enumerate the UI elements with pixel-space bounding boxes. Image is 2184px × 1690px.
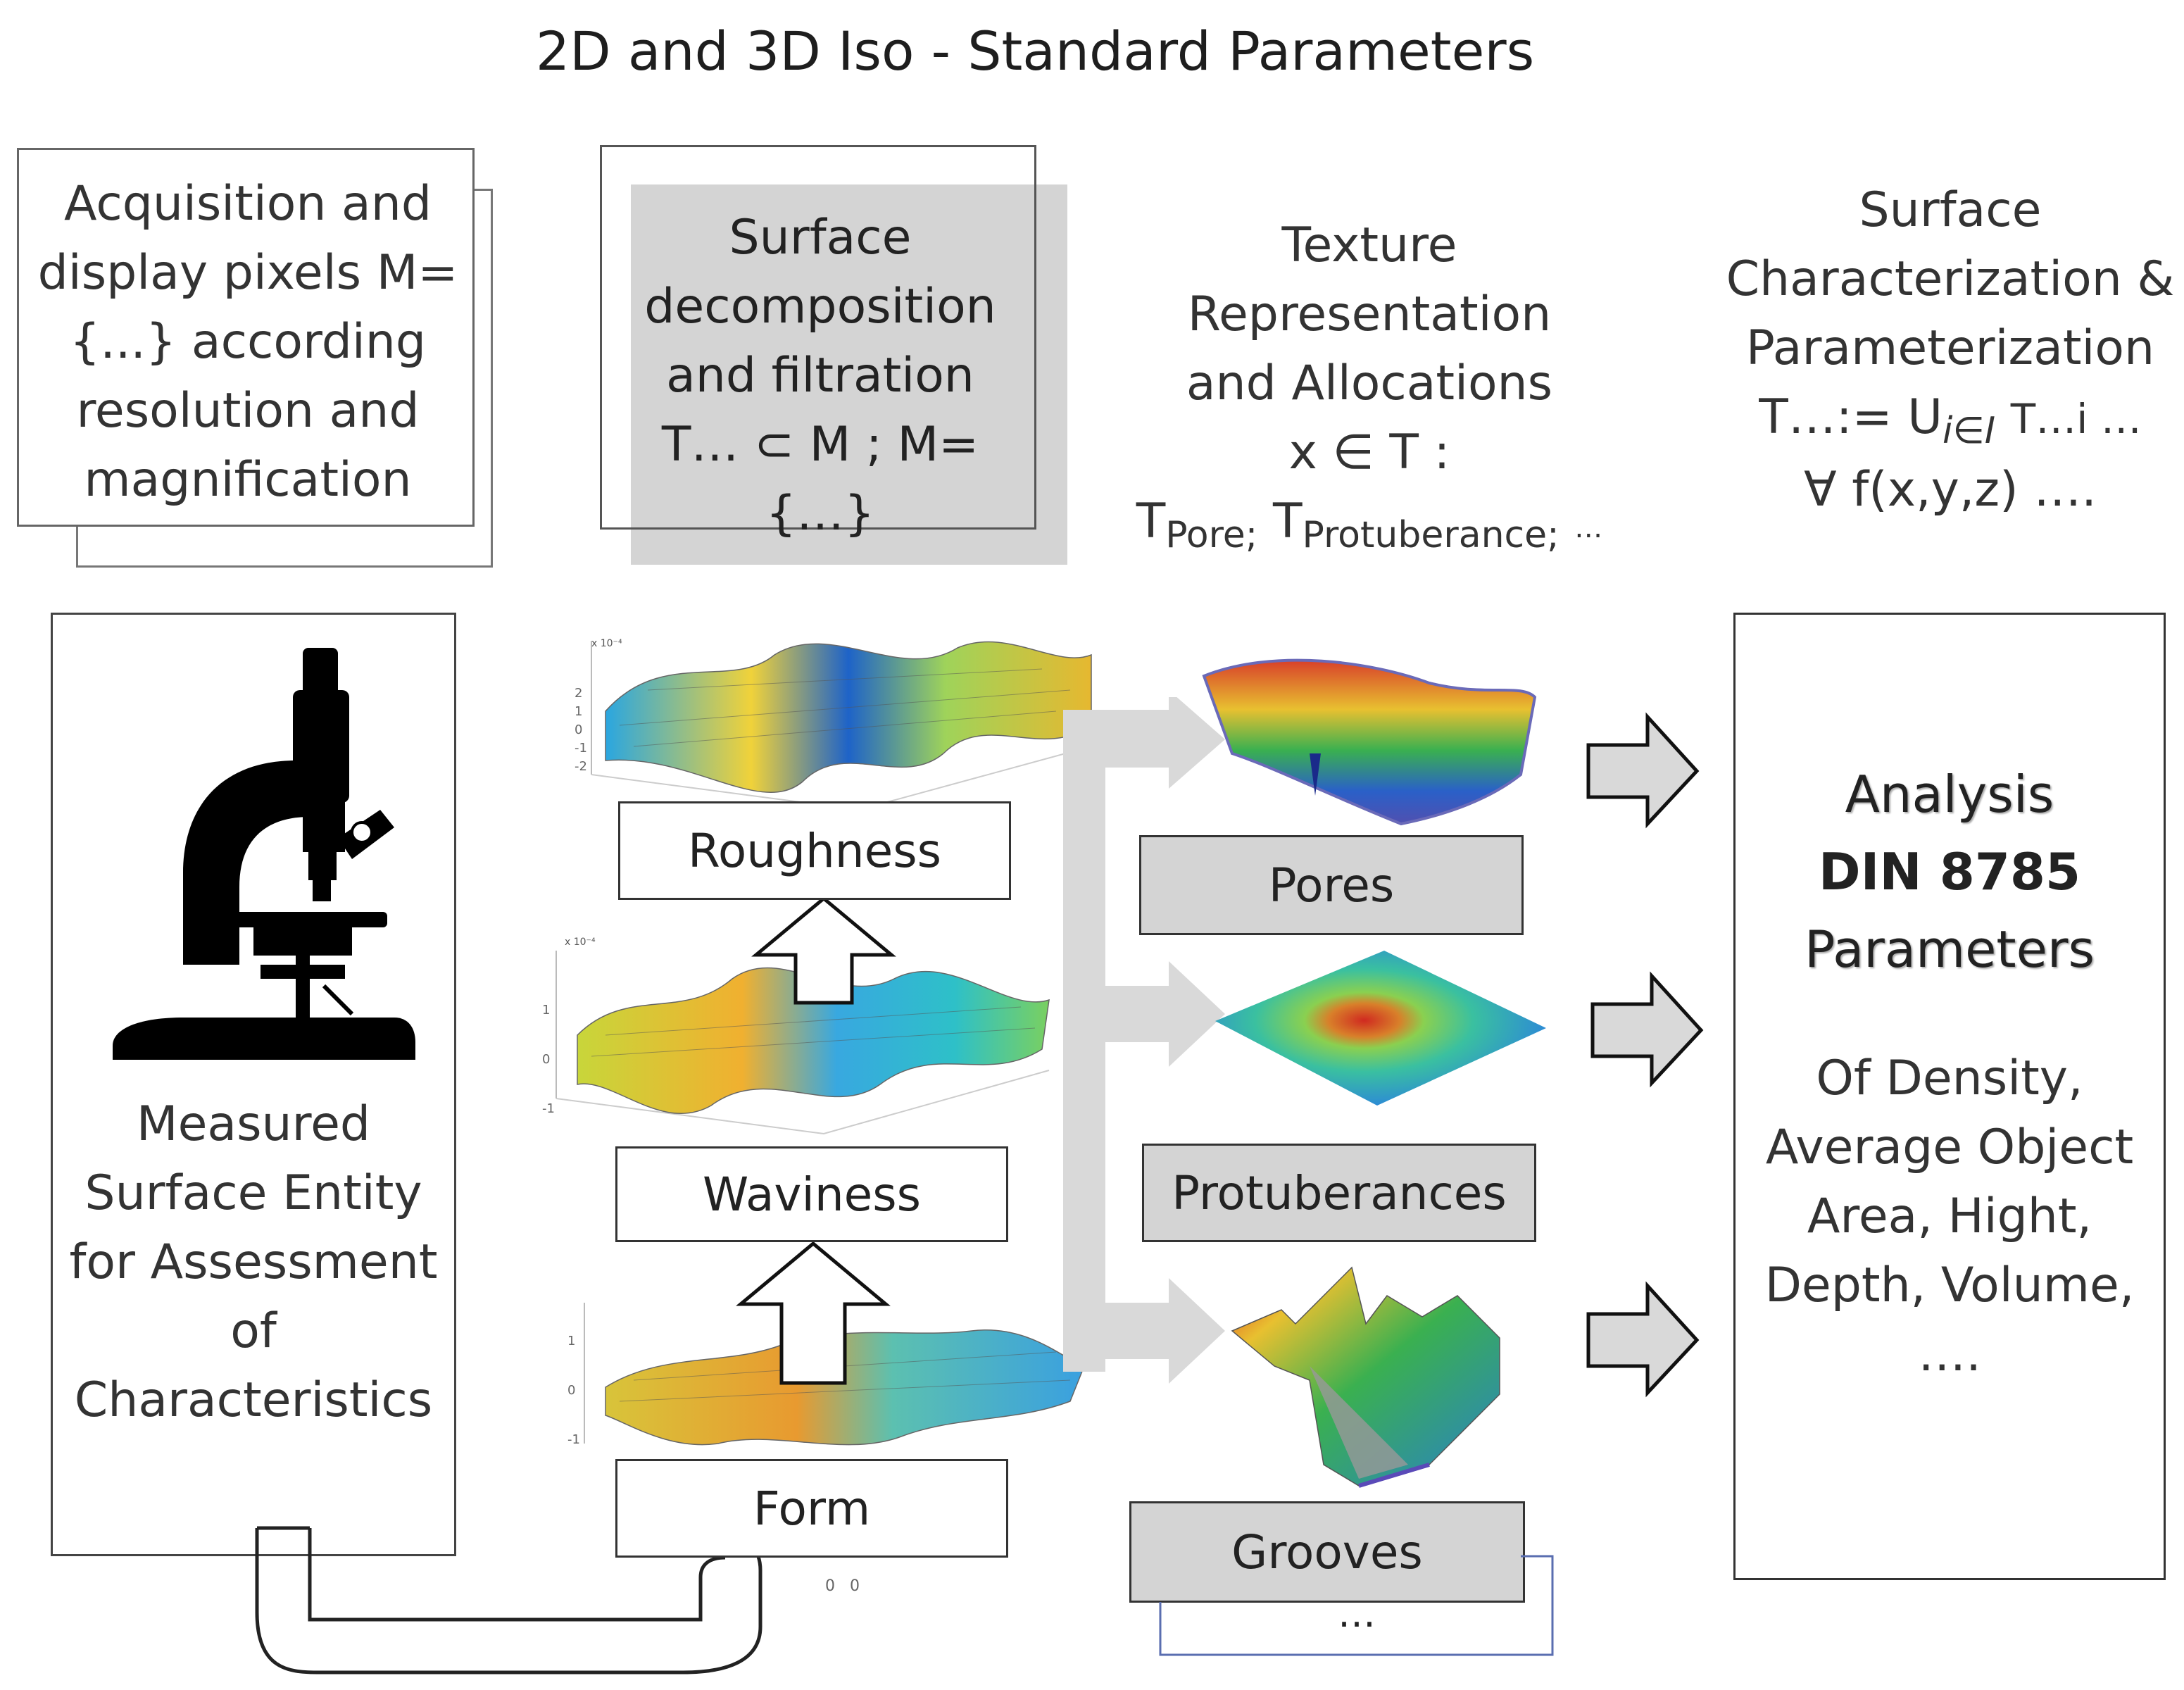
texture-sub: Pore; [1165,514,1258,556]
decomposition-line: T… ⊂ M ; M= {…} [661,417,979,542]
acquisition-line: resolution and [76,383,420,439]
measured-line: of [230,1303,277,1359]
measured-line: for Assessment [69,1234,438,1290]
acquisition-line: {...} according [69,314,427,370]
analysis-detail-line: Of Density, [1816,1051,2083,1106]
branch-arrows [1063,697,1225,1384]
roughness-tick-label: 1 [575,704,583,719]
texture-t: T [1136,494,1166,549]
pores-label: Pores [1139,835,1524,935]
roughness-tick-label: 2 [575,686,583,701]
roughness-tick-label: 0 [575,722,583,737]
texture-t: T [1272,494,1303,549]
texture-line: and Allocations [1186,356,1553,411]
form-tick-label: 1 [567,1334,576,1348]
waviness-surface-plot [556,951,1050,1135]
analysis-detail-line: Depth, Volume, [1764,1258,2135,1313]
decomposition-line: and filtration [666,348,974,403]
right-arrow-icon [1586,712,1700,829]
decomposition-line: Surface [729,210,912,265]
measured-line: Surface Entity [84,1165,422,1221]
up-arrow-icon [751,896,896,1005]
texture-tail: … [1574,512,1603,544]
up-arrow-icon [736,1241,891,1385]
roughness-surface-plot [591,641,1092,811]
formula-main: T…:= U [1759,389,1943,445]
decomposition-shadow [631,184,1067,565]
analysis-details: Of Density, Average Object Area, Hight, … [1736,1044,2164,1389]
analysis-line: Parameters [1804,920,2095,979]
texture-line: Texture Representation [1187,218,1552,342]
protuberances-surface-plot [1215,951,1546,1106]
roughness-tick-label: -1 [575,741,587,756]
waviness-label: Waviness [615,1146,1008,1242]
characterization-line: Characterization & [1726,251,2175,307]
form-bottom-ticks: 0 0 [825,1577,860,1595]
form-tick-label: 0 [567,1383,576,1398]
roughness-tick-label: -2 [575,759,587,774]
acquisition-box: Acquisition and display pixels M= {...} … [17,148,475,527]
characterization-line: Parameterization [1745,320,2155,376]
microscope-icon [113,648,415,1060]
decomposition-text: Surface decomposition and filtration T… … [602,204,1038,549]
form-tick-label: -1 [567,1432,580,1447]
texture-text: Texture Representation and Allocations x… [1098,211,1640,563]
roughness-exp: x 10⁻⁴ [591,638,622,649]
grooves-label: Grooves [1129,1501,1525,1603]
analysis-line: DIN 8785 [1818,842,2081,901]
analysis-detail-line: Area, Hight, [1807,1189,2092,1244]
analysis-detail-line: …. [1918,1327,1981,1382]
right-arrow-icon [1586,1281,1700,1398]
formula-tail: T…i … [2010,395,2142,443]
texture-line: x ∈ T : [1288,425,1450,480]
measured-line: Measured [136,1096,371,1152]
waviness-tick-label: 1 [542,1003,551,1018]
acquisition-line: display pixels M= [37,245,458,301]
waviness-tick-label: 0 [542,1052,551,1067]
characterization-line: Surface [1859,182,2042,238]
pores-surface-plot [1202,658,1537,826]
waviness-exp: x 10⁻⁴ [565,937,596,948]
acquisition-line: Acquisition and [64,176,432,232]
analysis-line: Analysis [1845,765,2054,824]
waviness-tick-label: -1 [542,1101,555,1116]
grooves-bracket [1159,1555,1554,1656]
acquisition-text: Acquisition and display pixels M= {...} … [19,170,477,515]
characterization-formula: T…:= Ui∈I T…i … [1676,383,2184,456]
analysis-box: Analysis DIN 8785 Parameters Of Density,… [1733,613,2166,1580]
form-label: Form [615,1459,1008,1558]
right-arrow-icon [1590,971,1704,1088]
formula-sub: i∈I [1943,410,1996,452]
form-surface-plot [584,1303,1085,1446]
texture-line: TPore; TProtuberance; … [1098,487,1640,563]
decomposition-line: decomposition [644,279,996,334]
roughness-label: Roughness [618,801,1011,900]
decomposition-box: Surface decomposition and filtration T… … [600,145,1036,542]
page-title: 2D and 3D Iso - Standard Parameters [535,20,1535,82]
measured-text: Measured Surface Entity for Assessment o… [51,1090,456,1435]
analysis-heading: Analysis DIN 8785 Parameters [1736,756,2164,988]
features-more: … [1338,1591,1376,1636]
characterization-line: ∀ f(x,y,z) …. [1804,462,2097,518]
protuberances-label: Protuberances [1142,1144,1536,1242]
measured-line: Characteristics [74,1372,433,1428]
grooves-surface-plot [1231,1266,1500,1488]
characterization-text: Surface Characterization & Parameterizat… [1676,176,2184,525]
analysis-detail-line: Average Object [1765,1120,2134,1175]
acquisition-line: magnification [84,452,412,508]
texture-sub: Protuberance; [1302,514,1559,556]
